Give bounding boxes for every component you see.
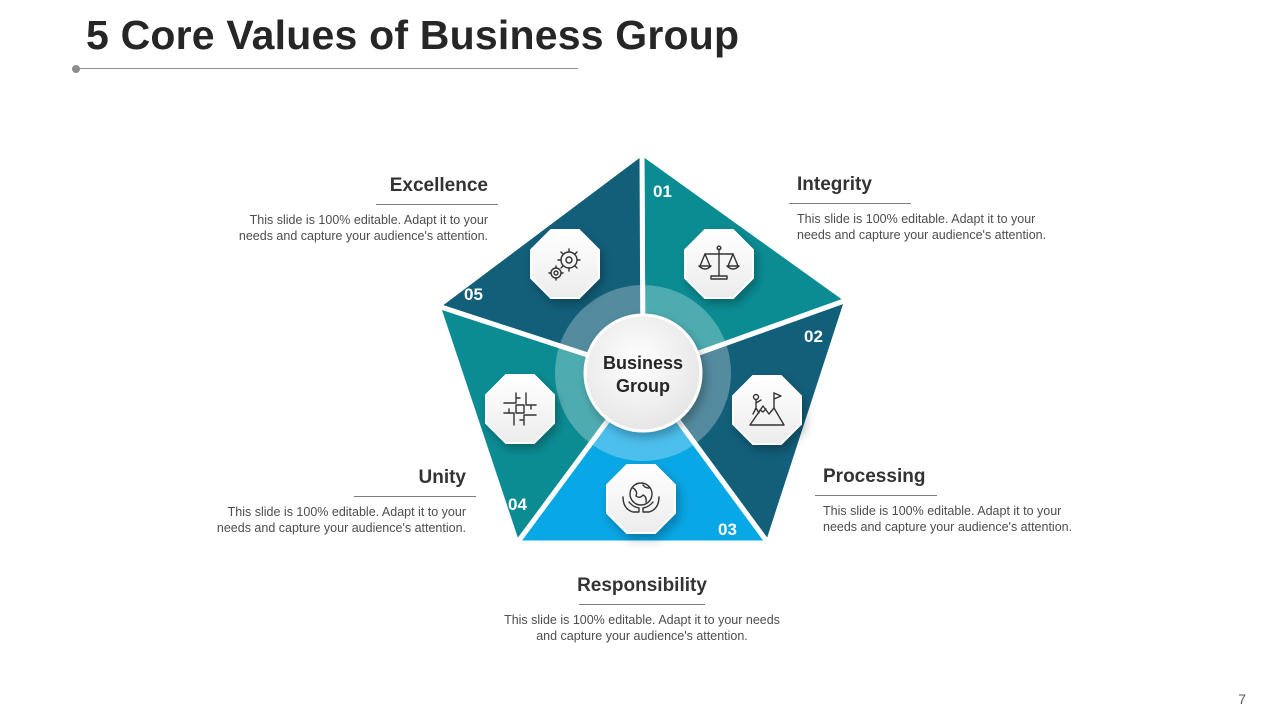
- page-number: 7: [1238, 691, 1246, 707]
- mountain-flag-icon: [749, 392, 785, 426]
- value-processing: Processing This slide is 100% editable. …: [815, 466, 1123, 535]
- segment-number-02: 02: [804, 327, 823, 346]
- globe-hands-icon: [622, 482, 660, 513]
- value-underline: [579, 604, 705, 605]
- value-title-processing: Processing: [823, 466, 926, 487]
- value-unity: Unity This slide is 100% editable. Adapt…: [166, 467, 476, 536]
- hands-puzzle-icon: [503, 392, 537, 426]
- segment-number-05: 05: [464, 285, 483, 304]
- center-label-line1: Business: [603, 353, 683, 373]
- segment-number-03: 03: [718, 520, 737, 539]
- segment-number-04: 04: [508, 495, 527, 514]
- title-underline-dot: [72, 65, 80, 73]
- badge-03: [606, 464, 676, 534]
- badge-05: [530, 229, 600, 299]
- value-underline: [789, 203, 911, 204]
- value-integrity: Integrity This slide is 100% editable. A…: [789, 174, 1097, 243]
- badge-04: [485, 374, 555, 444]
- title-underline: [76, 68, 578, 69]
- value-description-processing: This slide is 100% editable. Adapt it to…: [823, 504, 1073, 534]
- value-description-unity: This slide is 100% editable. Adapt it to…: [216, 505, 466, 535]
- value-description-integrity: This slide is 100% editable. Adapt it to…: [797, 212, 1047, 242]
- value-title-unity: Unity: [418, 467, 467, 488]
- value-excellence: Excellence This slide is 100% editable. …: [188, 175, 498, 244]
- center-label-line2: Group: [616, 376, 670, 396]
- slide-title: 5 Core Values of Business Group: [86, 12, 740, 58]
- gears-icon: [548, 248, 581, 281]
- value-description-excellence: This slide is 100% editable. Adapt it to…: [238, 213, 488, 243]
- badge-01: [684, 229, 754, 299]
- value-title-responsibility: Responsibility: [577, 575, 707, 596]
- value-underline: [815, 495, 937, 496]
- badge-02: [732, 375, 802, 445]
- value-underline: [376, 204, 498, 205]
- scales-icon: [698, 245, 740, 280]
- center-circle: [583, 313, 703, 433]
- value-responsibility: Responsibility This slide is 100% editab…: [492, 575, 792, 644]
- segment-number-01: 01: [653, 182, 672, 201]
- value-underline: [354, 496, 476, 497]
- value-description-responsibility: This slide is 100% editable. Adapt it to…: [504, 613, 780, 643]
- value-title-integrity: Integrity: [797, 174, 872, 195]
- value-title-excellence: Excellence: [389, 175, 488, 196]
